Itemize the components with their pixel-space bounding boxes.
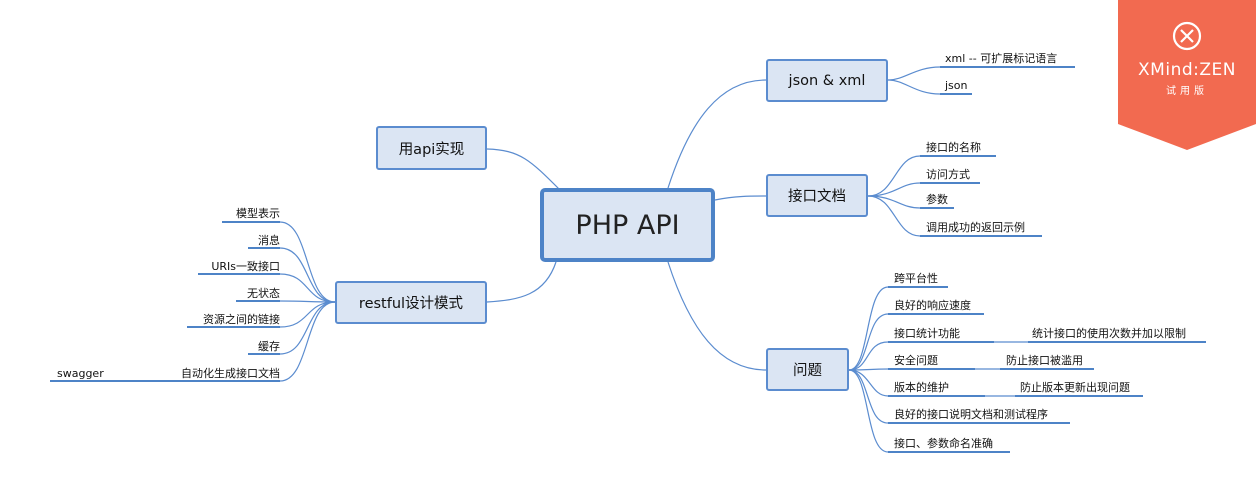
leaf-params[interactable]: 参数 — [926, 193, 948, 206]
leaf-version-issues[interactable]: 防止版本更新出现问题 — [1020, 381, 1130, 394]
leaf-versioning[interactable]: 版本的维护 — [894, 381, 949, 394]
leaf-message[interactable]: 消息 — [258, 234, 280, 247]
leaf-model[interactable]: 模型表示 — [236, 207, 280, 220]
topic-api-impl[interactable]: 用api实现 — [376, 126, 487, 170]
leaf-cross-platform[interactable]: 跨平台性 — [894, 272, 938, 285]
leaf-access-method[interactable]: 访问方式 — [926, 168, 970, 181]
leaf-swagger[interactable]: swagger — [57, 367, 104, 380]
leaf-api-name[interactable]: 接口的名称 — [926, 141, 981, 154]
central-topic[interactable]: PHP API — [540, 188, 715, 262]
leaf-json[interactable]: json — [945, 79, 968, 92]
leaf-links[interactable]: 资源之间的链接 — [203, 313, 280, 326]
badge-subtitle: 试用版 — [1166, 86, 1208, 97]
topic-api-doc[interactable]: 接口文档 — [766, 174, 868, 217]
leaf-doc-and-test[interactable]: 良好的接口说明文档和测试程序 — [894, 408, 1048, 421]
badge-title: XMind:ZEN — [1138, 60, 1236, 80]
close-circle-icon[interactable] — [1172, 21, 1202, 51]
leaf-response-speed[interactable]: 良好的响应速度 — [894, 299, 971, 312]
topic-issues[interactable]: 问题 — [766, 348, 849, 391]
topic-restful[interactable]: restful设计模式 — [335, 281, 487, 324]
leaf-security[interactable]: 安全问题 — [894, 354, 938, 367]
leaf-cache[interactable]: 缓存 — [258, 340, 280, 353]
leaf-autodoc[interactable]: 自动化生成接口文档 — [181, 367, 280, 380]
leaf-return-example[interactable]: 调用成功的返回示例 — [926, 221, 1025, 234]
topic-json-xml[interactable]: json & xml — [766, 59, 888, 102]
leaf-uris[interactable]: URIs一致接口 — [211, 260, 280, 273]
leaf-naming[interactable]: 接口、参数命名准确 — [894, 437, 993, 450]
leaf-abuse-prevention[interactable]: 防止接口被滥用 — [1006, 354, 1083, 367]
trial-badge — [1118, 0, 1256, 150]
leaf-xml[interactable]: xml -- 可扩展标记语言 — [945, 52, 1058, 65]
leaf-statistics[interactable]: 接口统计功能 — [894, 327, 960, 340]
leaf-stateless[interactable]: 无状态 — [247, 287, 280, 300]
leaf-statistics-limit[interactable]: 统计接口的使用次数并加以限制 — [1032, 327, 1186, 340]
